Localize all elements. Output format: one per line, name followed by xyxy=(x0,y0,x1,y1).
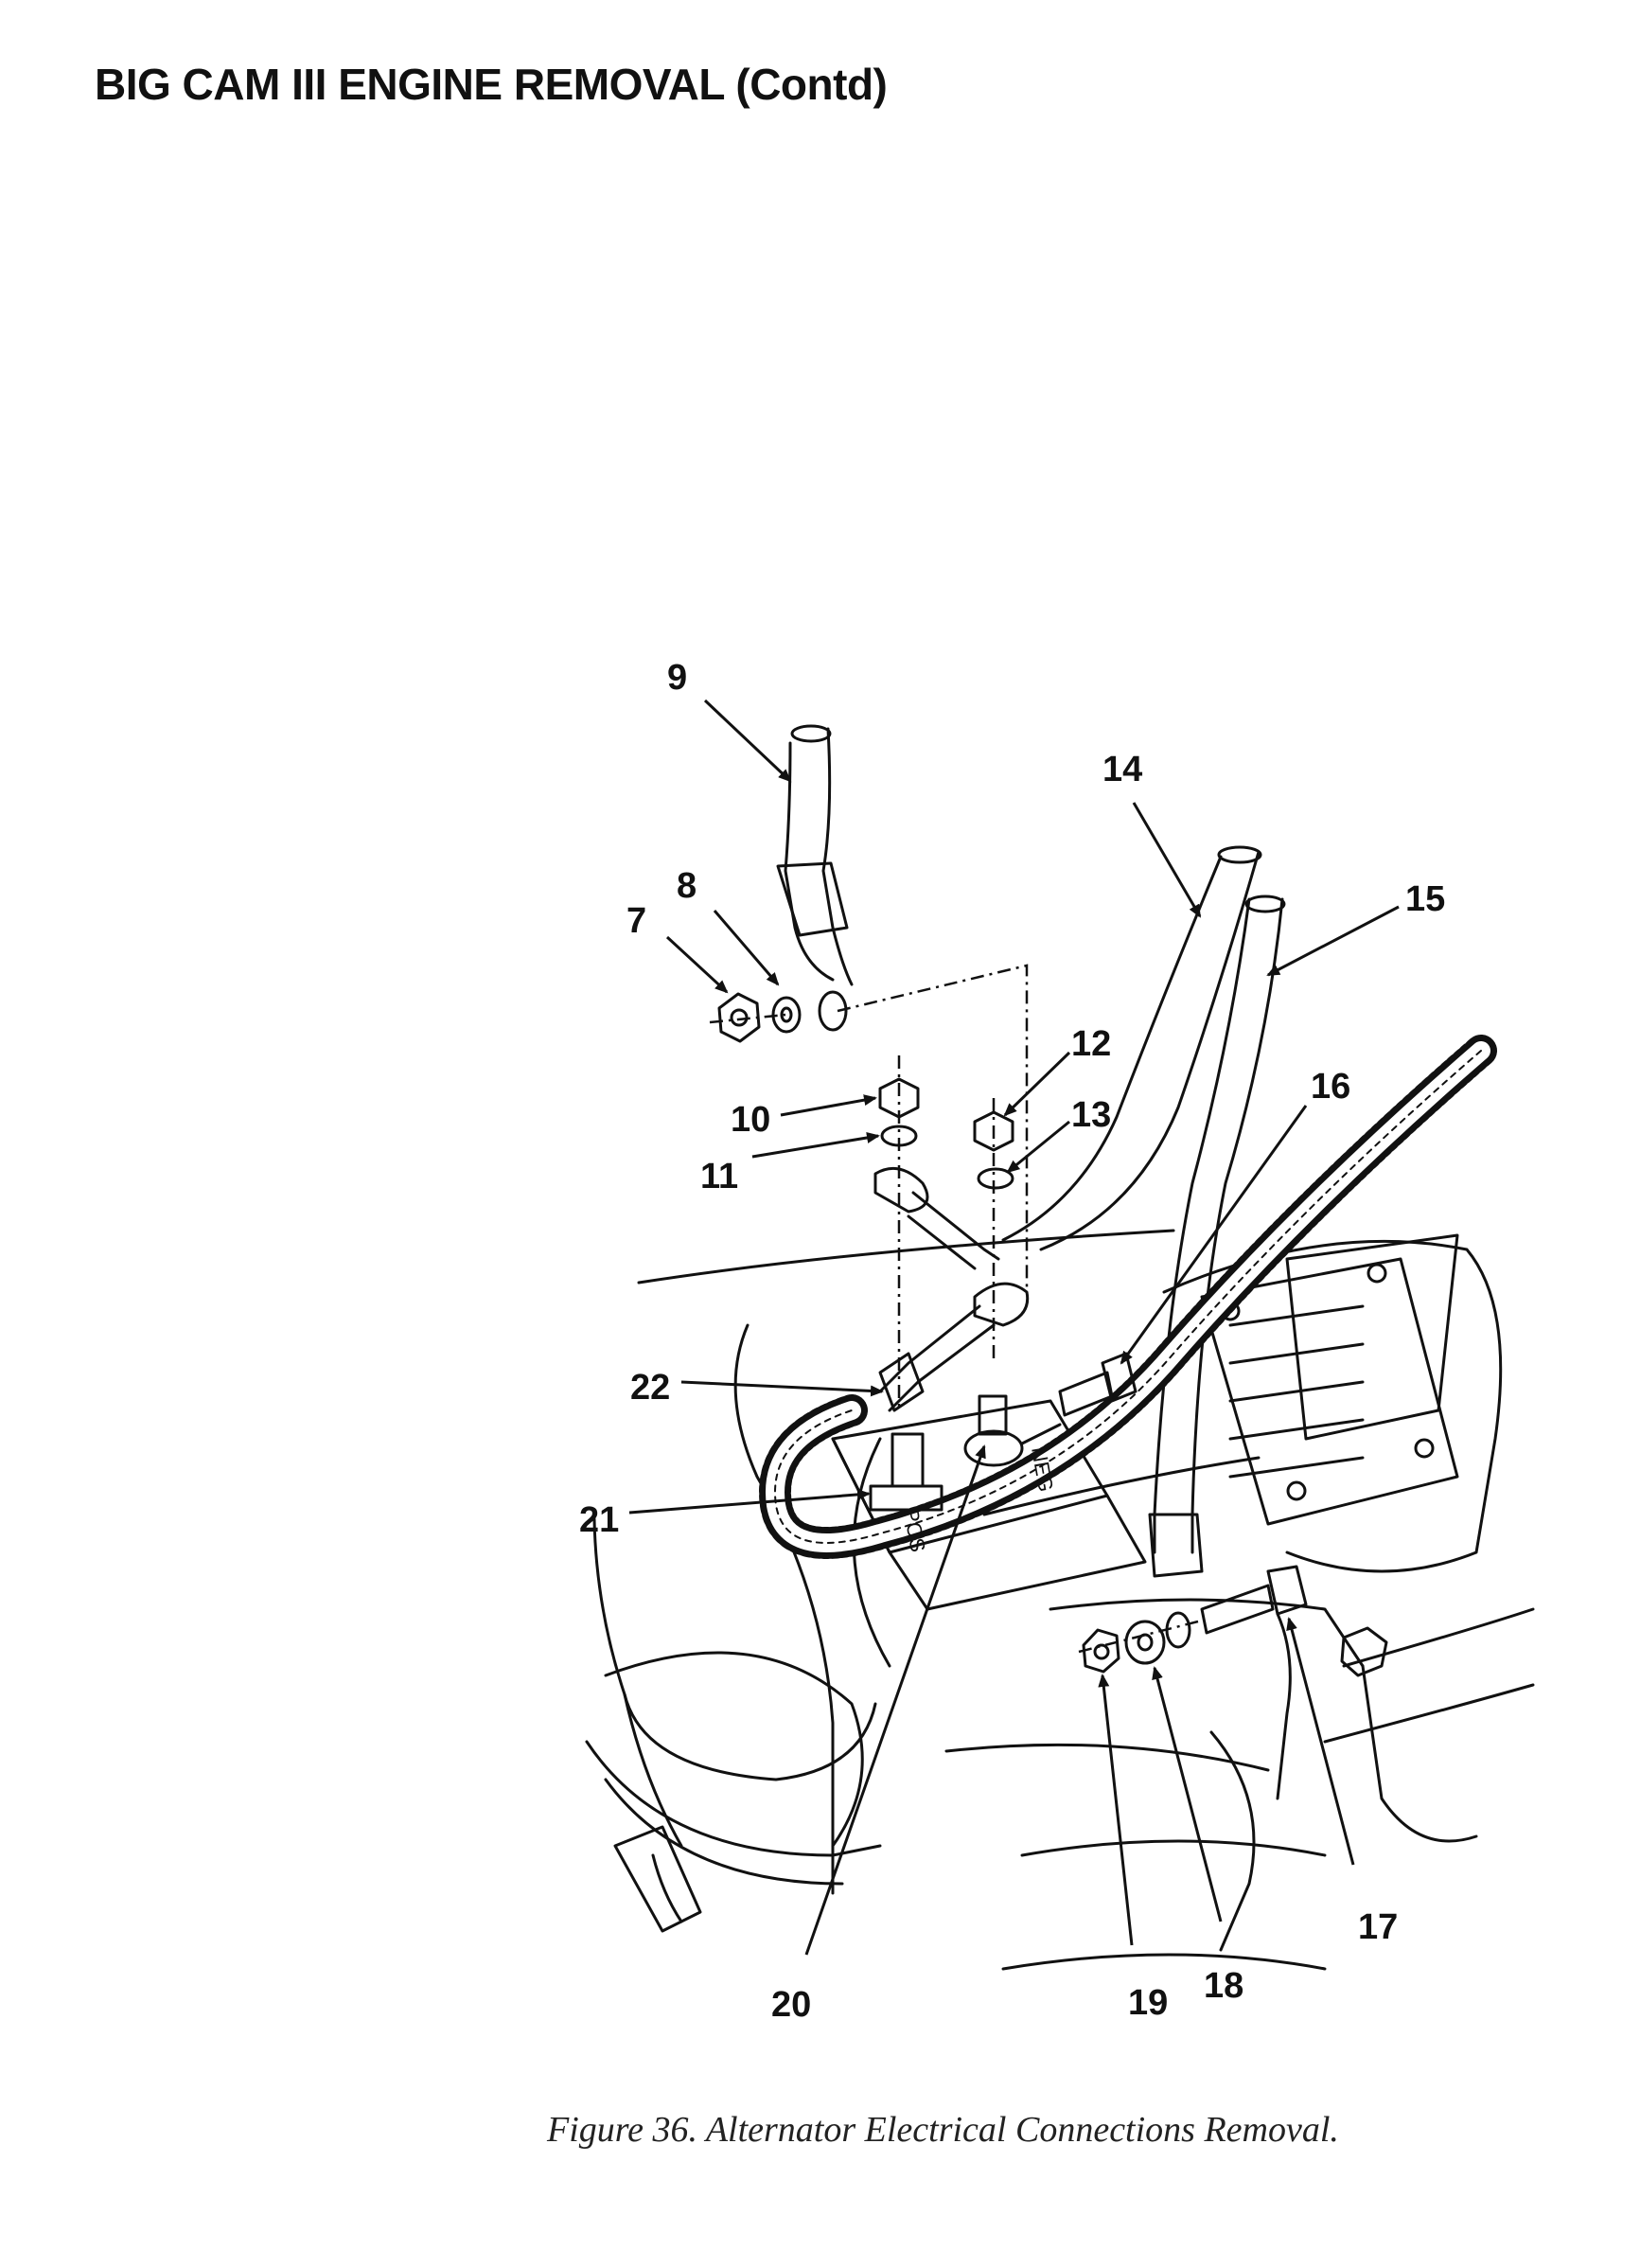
figure-caption: Figure 36. Alternator Electrical Connect… xyxy=(547,2110,1339,2150)
nut-19-hole xyxy=(1093,1643,1110,1660)
nut-19 xyxy=(1082,1628,1120,1674)
leader-14 xyxy=(1132,802,1202,918)
alternator-fins xyxy=(1228,1304,1365,1479)
cable-9-end xyxy=(790,724,832,743)
stud-20 xyxy=(978,1394,1008,1436)
callout-15: 15 xyxy=(1405,879,1445,919)
callout-18: 18 xyxy=(1204,1966,1243,2006)
alignment-line xyxy=(709,1013,786,1024)
washer-8 xyxy=(771,996,802,1034)
page-title: BIG CAM III ENGINE REMOVAL (Contd) xyxy=(95,60,888,109)
engine-outline xyxy=(944,1743,1270,1772)
stud-20-wire xyxy=(1020,1423,1062,1445)
cable-15 xyxy=(1190,897,1284,1554)
cable-9-boot xyxy=(776,861,849,937)
cable-14-end xyxy=(1217,845,1262,864)
leader-22 xyxy=(680,1380,884,1397)
cable-15-boot xyxy=(1148,1513,1204,1578)
engine-outline xyxy=(1323,1683,1535,1744)
air-duct xyxy=(623,1692,877,1781)
air-duct xyxy=(604,1651,864,1848)
washer-18 xyxy=(1124,1620,1166,1665)
cable-14 xyxy=(1039,850,1261,1251)
stud-21-nut xyxy=(869,1484,943,1512)
hex-nut-right xyxy=(1340,1626,1388,1677)
cable-14 xyxy=(1001,855,1223,1242)
washer-18-hole xyxy=(1137,1633,1154,1652)
cable-15 xyxy=(1153,897,1251,1554)
cover-screw xyxy=(1367,1263,1387,1284)
engine-outline xyxy=(1001,1953,1327,1971)
nut-7 xyxy=(717,992,761,1043)
leader-13 xyxy=(1006,1120,1070,1174)
stud-21 xyxy=(891,1432,925,1488)
callout-7: 7 xyxy=(626,901,646,941)
regulator-cover xyxy=(1200,1257,1459,1526)
stud-17-lead xyxy=(1276,1612,1292,1800)
cable-upper xyxy=(907,1191,1000,1270)
lug-22 xyxy=(973,1282,1030,1327)
callout-8: 8 xyxy=(677,866,697,906)
nut-12 xyxy=(973,1110,1014,1152)
leader-10 xyxy=(780,1094,877,1117)
callout-10: 10 xyxy=(731,1100,770,1140)
callout-16: 16 xyxy=(1311,1067,1350,1107)
cable-15-end xyxy=(1244,895,1286,913)
leader-18 xyxy=(1152,1666,1223,1922)
hose-clamp xyxy=(651,1853,683,1923)
leader-16 xyxy=(1120,1105,1308,1365)
engine-outline xyxy=(1361,1664,1478,1843)
nut-7-hole xyxy=(730,1008,749,1027)
cover-screw xyxy=(1414,1438,1435,1459)
leader-15 xyxy=(1266,905,1400,977)
engine-outline xyxy=(1342,1607,1535,1668)
cable-9 xyxy=(821,727,854,986)
nut-10 xyxy=(878,1077,920,1119)
stud-20-lug xyxy=(963,1429,1024,1467)
hose-clamp xyxy=(613,1825,702,1933)
leader-21 xyxy=(628,1488,871,1515)
callout-17: 17 xyxy=(1358,1907,1398,1947)
engine-outline xyxy=(1209,1730,1256,1952)
leader-20 xyxy=(804,1444,986,1956)
callout-14: 14 xyxy=(1102,750,1142,789)
alternator-body xyxy=(1285,1233,1459,1441)
cable-9-lug xyxy=(818,990,848,1032)
alternator-body xyxy=(1162,1239,1503,1573)
callout-20: 20 xyxy=(771,1985,811,2025)
hose-clamp xyxy=(585,1740,882,1857)
cable-22 xyxy=(878,1304,996,1412)
alignment-line xyxy=(1078,1619,1203,1654)
leader-11 xyxy=(751,1132,880,1159)
alignment-line xyxy=(837,964,1029,1292)
hose-clamp xyxy=(604,1778,844,1886)
callout-22: 22 xyxy=(630,1368,670,1408)
callout-9: 9 xyxy=(667,658,687,698)
washer-8-hole xyxy=(780,1006,793,1023)
leader-17 xyxy=(1286,1617,1355,1866)
callout-21: 21 xyxy=(579,1500,619,1540)
cover-screw xyxy=(1286,1480,1307,1501)
engine-outline xyxy=(637,1229,1175,1285)
leader-7 xyxy=(665,935,729,994)
washer-18a xyxy=(1165,1611,1191,1649)
wiring-harness xyxy=(766,1041,1490,1552)
callout-13: 13 xyxy=(1071,1095,1111,1135)
leader-19 xyxy=(1098,1674,1134,1946)
washer-13 xyxy=(977,1167,1014,1190)
wiring-harness xyxy=(759,1035,1497,1559)
engine-outline xyxy=(1020,1839,1327,1857)
stud-17 xyxy=(1200,1584,1275,1635)
stud-16-nut xyxy=(1101,1352,1137,1403)
callout-12: 12 xyxy=(1071,1024,1111,1064)
leader-12 xyxy=(1003,1051,1071,1117)
leader-9 xyxy=(703,699,792,783)
engine-outline xyxy=(982,1456,1261,1516)
stud-17-nut xyxy=(1266,1565,1308,1616)
lug-upper xyxy=(873,1166,929,1214)
callout-11: 11 xyxy=(700,1157,738,1196)
callout-19: 19 xyxy=(1128,1983,1168,2023)
leader-8 xyxy=(713,910,780,986)
